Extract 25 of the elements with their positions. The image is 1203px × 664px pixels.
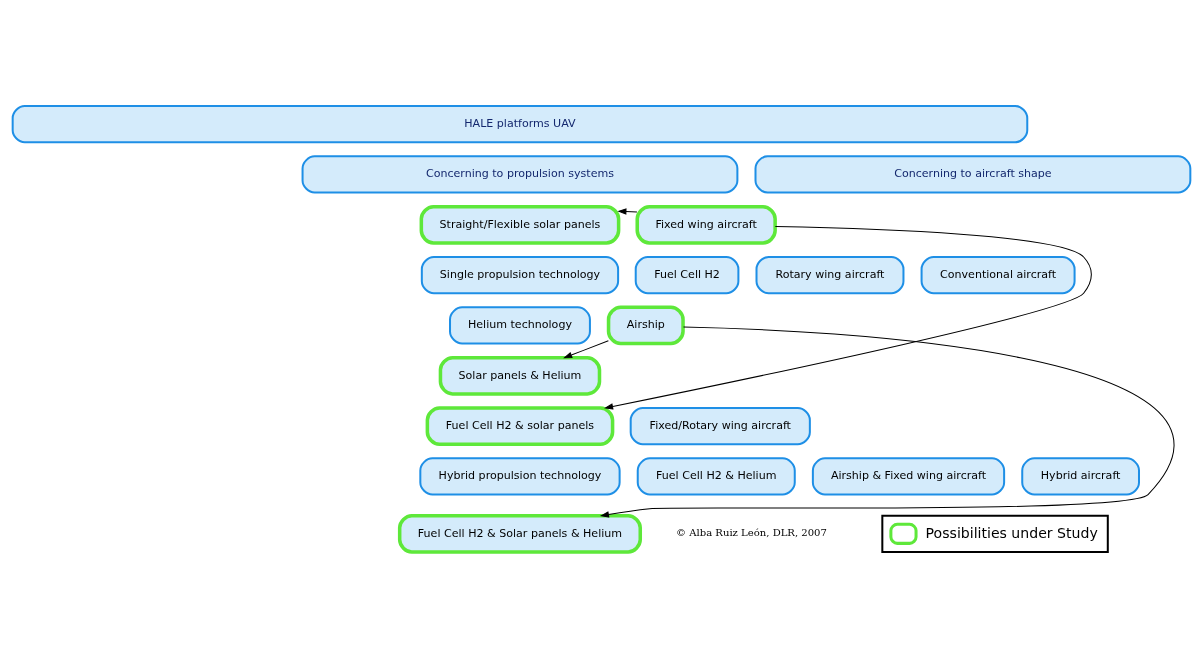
node-box: Fuel Cell H2 & Solar panels & Helium — [397, 513, 642, 554]
node-box: Fuel Cell H2 — [634, 255, 740, 294]
node-box: Concerning to propulsion systems — [301, 154, 739, 194]
arrow — [599, 325, 1173, 517]
node-box: Conventional aircraft — [920, 255, 1076, 294]
label: © Alba Ruiz León, DLR, 2007 — [676, 526, 827, 538]
arrow — [617, 207, 638, 215]
node-box: Fuel Cell H2 & Helium — [636, 456, 796, 496]
node-box: Rotary wing aircraft — [755, 255, 905, 294]
arrow — [604, 225, 1092, 410]
node-box: Straight/Flexible solar panels — [419, 204, 621, 245]
node-box: Hybrid propulsion technology — [419, 456, 621, 496]
node-box: Fixed/Rotary wing aircraft — [629, 406, 811, 445]
node-box: Airship — [606, 305, 685, 345]
node-box: Airship & Fixed wing aircraft — [811, 456, 1006, 496]
node-box: Fixed wing aircraft — [635, 204, 777, 245]
node-box: Concerning to aircraft shape — [754, 154, 1192, 194]
node-box: Fuel Cell H2 & solar panels — [425, 405, 615, 446]
node-box: Single propulsion technology — [420, 255, 620, 294]
node-box: Hybrid aircraft — [1021, 456, 1140, 496]
node-box: Helium technology — [449, 305, 591, 345]
legend-label: Possibilities under Study — [925, 524, 1098, 541]
arrow — [563, 339, 609, 358]
node-box: Solar panels & Helium — [438, 355, 602, 396]
node-box: HALE platforms UAV — [11, 104, 1029, 143]
